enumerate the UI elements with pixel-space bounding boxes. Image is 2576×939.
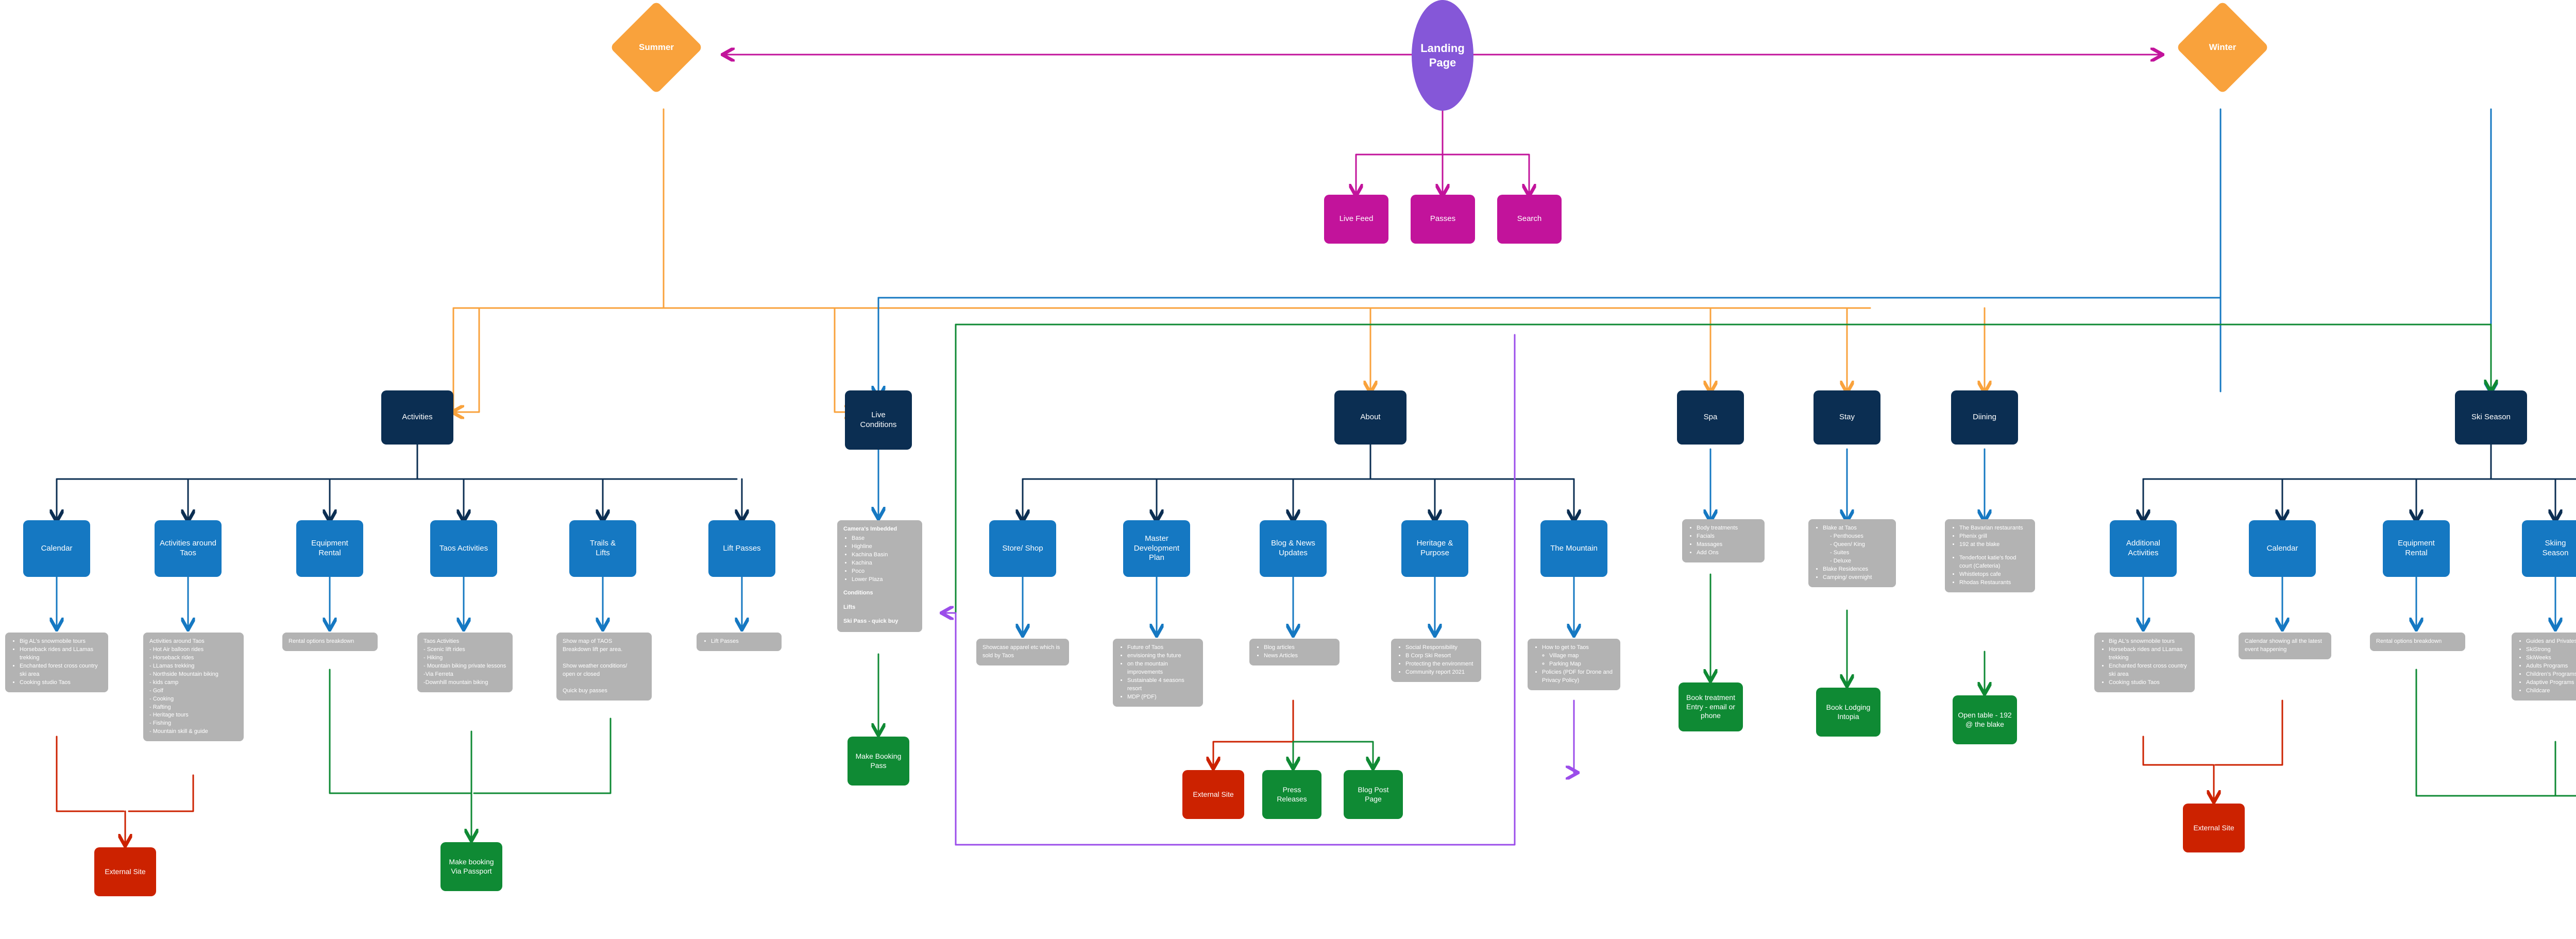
node-store-shop[interactable]: Store/ Shop xyxy=(989,520,1056,577)
node-calendar-winter[interactable]: Calendar xyxy=(2249,520,2316,577)
about-label: About xyxy=(1360,413,1381,422)
detail-trails-lifts: Show map of TAOS Breakdown lift per area… xyxy=(556,633,652,701)
detail-dining: The Bavarian restaurants Phenix grill 19… xyxy=(1945,519,2035,592)
summer-label: Summer xyxy=(638,42,674,52)
heritage-purpose-label: Heritage & Purpose xyxy=(1416,539,1453,557)
detail-the-mountain: How to get to Taos Village map Parking M… xyxy=(1528,639,1620,690)
node-make-booking-pass[interactable]: Make Booking Pass xyxy=(848,737,909,786)
detail-activities-around-taos: Activities around Taos - Hot Air balloon… xyxy=(143,633,244,742)
node-spa[interactable]: Spa xyxy=(1677,390,1744,445)
detail-equipment-rental-winter: Rental options breakdown xyxy=(2370,633,2465,651)
detail-additional-activities: Big AL's snowmobile tours Horseback ride… xyxy=(2094,633,2195,692)
detail-stay: Blake at Taos - Penthouses - Queen/ King… xyxy=(1808,519,1896,587)
search-label: Search xyxy=(1517,214,1542,224)
node-external-site-activities[interactable]: External Site xyxy=(94,847,156,896)
node-activities[interactable]: Activities xyxy=(381,390,453,445)
detail-calendar-winter: Calendar showing all the latest event ha… xyxy=(2239,633,2331,659)
additional-activities-label: Additional Activities xyxy=(2126,539,2160,557)
node-heritage-purpose[interactable]: Heritage & Purpose xyxy=(1401,520,1468,577)
node-live-conditions[interactable]: Live Conditions xyxy=(845,390,912,450)
ski-season-label: Ski Season xyxy=(2471,413,2511,422)
spa-label: Spa xyxy=(1703,413,1718,422)
detail-list: Big AL's snowmobile tours Horseback ride… xyxy=(11,638,102,687)
stay-label: Stay xyxy=(1839,413,1855,422)
detail-live-conditions: Camera's Imbedded Base Highline Kachina … xyxy=(837,520,922,633)
node-press-releases[interactable]: Press Releases xyxy=(1262,770,1321,819)
detail-blog-news: Blog articles News Articles xyxy=(1249,639,1340,665)
node-winter[interactable]: Winter xyxy=(2176,1,2269,94)
detail-spa: Body treatments Facials Massages Add Ons xyxy=(1682,519,1765,562)
node-make-booking-via-passport-left[interactable]: Make booking Via Passport xyxy=(440,842,502,891)
node-the-mountain[interactable]: The Mountain xyxy=(1540,520,1607,577)
mdp-label: Master Development Plan xyxy=(1133,534,1180,562)
passes-label: Passes xyxy=(1430,214,1456,224)
node-dining[interactable]: Diining xyxy=(1951,390,2018,445)
node-lift-passes[interactable]: Lift Passes xyxy=(708,520,775,577)
equipment-rental-winter-label: Equipment Rental xyxy=(2398,539,2435,557)
node-landing-page[interactable]: Landing Page xyxy=(1412,0,1473,111)
lift-passes-label: Lift Passes xyxy=(723,543,761,553)
node-trails-lifts[interactable]: Trails & Lifts xyxy=(569,520,636,577)
node-activities-around-taos[interactable]: Activities around Taos xyxy=(155,520,222,577)
node-equipment-rental-winter[interactable]: Equipment Rental xyxy=(2383,520,2450,577)
taos-activities-label: Taos Activities xyxy=(439,543,488,553)
node-taos-activities[interactable]: Taos Activities xyxy=(430,520,497,577)
skiing-season-label: Skiing Season xyxy=(2542,539,2569,557)
node-calendar-summer[interactable]: Calendar xyxy=(23,520,90,577)
node-blog-news-updates[interactable]: Blog & News Updates xyxy=(1260,520,1327,577)
node-book-treatment[interactable]: Book treatment Entry - email or phone xyxy=(1679,682,1743,731)
node-search[interactable]: Search xyxy=(1497,195,1562,244)
node-equipment-rental-summer[interactable]: Equipment Rental xyxy=(296,520,363,577)
trails-lifts-label: Trails & Lifts xyxy=(589,539,616,557)
cameras-header: Camera's Imbedded xyxy=(843,526,897,532)
dining-label: Diining xyxy=(1973,413,1996,422)
store-shop-label: Store/ Shop xyxy=(1002,543,1043,553)
live-conditions-label: Live Conditions xyxy=(860,410,897,429)
calendar-summer-label: Calendar xyxy=(41,543,73,553)
detail-heritage-purpose: Social Responsibility B Corp Ski Resort … xyxy=(1391,639,1481,682)
node-open-table[interactable]: Open table - 192 @ the blake xyxy=(1953,695,2017,744)
node-additional-activities[interactable]: Additional Activities xyxy=(2110,520,2177,577)
node-stay[interactable]: Stay xyxy=(1814,390,1880,445)
detail-lift-passes: Lift Passes xyxy=(697,633,782,651)
node-book-lodging[interactable]: Book Lodging Intopia xyxy=(1816,688,1880,737)
detail-store-shop: Showcase apparel etc which is sold by Ta… xyxy=(976,639,1069,665)
node-about[interactable]: About xyxy=(1334,390,1406,445)
node-external-site-about[interactable]: External Site xyxy=(1182,770,1244,819)
node-external-site-ski[interactable]: External Site xyxy=(2183,804,2245,852)
detail-equipment-rental-summer: Rental options breakdown xyxy=(282,633,378,651)
winter-label: Winter xyxy=(2209,42,2236,52)
node-blog-post-page[interactable]: Blog Post Page xyxy=(1344,770,1403,819)
blog-news-label: Blog & News Updates xyxy=(1271,539,1315,557)
detail-mdp: Future of Taos envisioning the future on… xyxy=(1113,639,1203,707)
node-master-development-plan[interactable]: Master Development Plan xyxy=(1123,520,1190,577)
node-summer[interactable]: Summer xyxy=(609,1,703,94)
detail-skiing-season: Guides and Privates SkiStrong SkiWeeks A… xyxy=(2512,633,2576,701)
activities-around-taos-label: Activities around Taos xyxy=(159,539,217,557)
node-live-feed[interactable]: Live Feed xyxy=(1324,195,1388,244)
detail-calendar-summer: Big AL's snowmobile tours Horseback ride… xyxy=(5,633,108,692)
node-ski-season[interactable]: Ski Season xyxy=(2455,390,2527,445)
detail-taos-activities: Taos Activities - Scenic lift rides - Hi… xyxy=(417,633,513,692)
live-feed-label: Live Feed xyxy=(1339,214,1374,224)
node-passes[interactable]: Passes xyxy=(1411,195,1475,244)
equipment-rental-summer-label: Equipment Rental xyxy=(311,539,348,557)
node-skiing-season[interactable]: Skiing Season xyxy=(2522,520,2576,577)
landing-page-label: Landing Page xyxy=(1420,42,1465,69)
activities-label: Activities xyxy=(402,413,433,422)
calendar-winter-label: Calendar xyxy=(2266,543,2298,553)
the-mountain-label: The Mountain xyxy=(1550,543,1598,553)
